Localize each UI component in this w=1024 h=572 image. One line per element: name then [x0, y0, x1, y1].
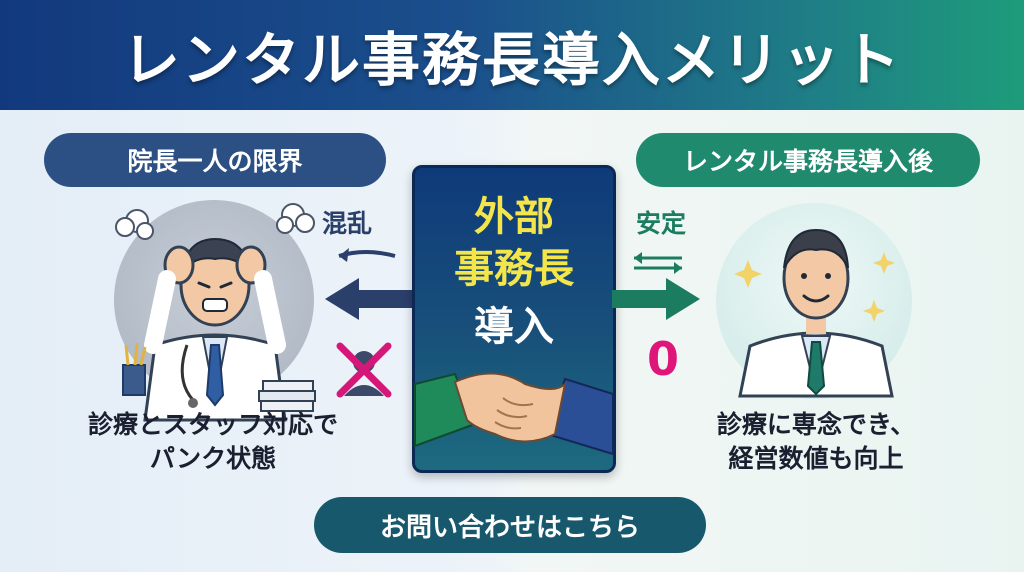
right-heading-pill: レンタル事務長導入後: [636, 133, 980, 187]
confusion-label: 混乱: [322, 209, 373, 238]
left-caption: 診療とスタッフ対応で パンク状態: [58, 408, 368, 476]
blocked-person-icon: [336, 342, 392, 398]
center-line3: 導入: [474, 304, 554, 350]
left-heading-pill: 院長一人の限界: [44, 133, 386, 187]
contact-button[interactable]: お問い合わせはこちら: [314, 497, 706, 553]
page-title: レンタル事務長導入メリット: [121, 26, 902, 94]
steam-icon: [115, 203, 315, 240]
arrow-left-icon: [325, 278, 415, 320]
zero-indicator: 0: [647, 332, 680, 386]
stressed-doctor-illustration: [115, 203, 316, 422]
right-arrows: [612, 252, 700, 320]
left-arrows: [325, 248, 415, 320]
center-line2: 事務長: [454, 246, 574, 292]
calm-doctor-illustration: [734, 228, 895, 398]
center-card: 外部 事務長 導入: [412, 165, 616, 473]
curved-arrow-left-icon: [338, 248, 396, 262]
center-line1: 外部: [474, 194, 554, 240]
right-caption-line1: 診療に専念でき、: [716, 410, 916, 439]
stable-label: 安定: [636, 209, 687, 238]
handshake-icon: [414, 372, 614, 456]
header-banner: レンタル事務長導入メリット: [0, 0, 1024, 110]
arrow-right-icon: [612, 278, 700, 320]
left-caption-line2: パンク状態: [149, 444, 277, 473]
right-caption: 診療に専念でき、 経営数値も向上: [666, 408, 966, 476]
right-caption-line2: 経営数値も向上: [728, 444, 904, 473]
sparkle-icon: [734, 252, 895, 322]
left-caption-line1: 診療とスタッフ対応で: [87, 410, 338, 439]
exchange-arrows-icon: [634, 252, 682, 274]
